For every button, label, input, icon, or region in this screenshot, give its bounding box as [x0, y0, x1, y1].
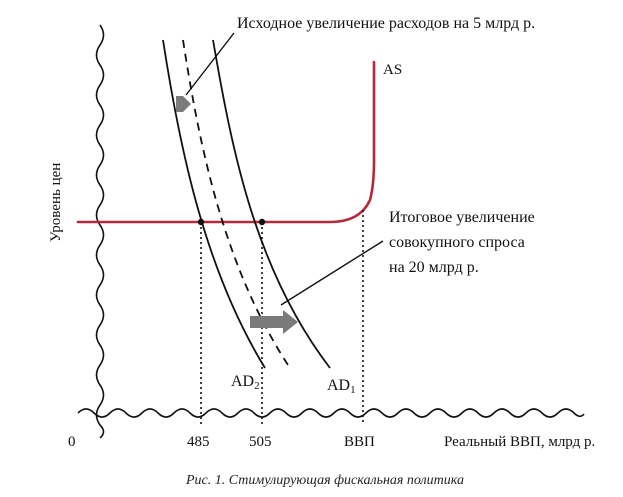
- ad2-label-main: AD: [231, 373, 254, 390]
- leader-initial: [185, 32, 235, 96]
- annotation-total-line2: совокупного спроса: [389, 234, 525, 251]
- total-shift-arrow: [250, 310, 298, 334]
- ad1-curve: [212, 39, 331, 369]
- equilibrium-point-505: [258, 218, 266, 226]
- annotation-total-line3: на 20 млрд р.: [389, 259, 479, 276]
- x-axis: [77, 408, 585, 418]
- annotation-initial: Исходное увеличение расходов на 5 млрд р…: [237, 15, 535, 32]
- equilibrium-point-485: [197, 218, 205, 226]
- tick-505: 505: [249, 434, 272, 450]
- ad2-curve: [162, 39, 266, 369]
- leader-total: [280, 240, 384, 306]
- ad1-label: AD1: [327, 377, 356, 396]
- tick-485: 485: [187, 434, 210, 450]
- y-axis-label: Уровень цен: [48, 163, 64, 242]
- annotation-total-line1: Итоговое увеличение: [389, 209, 535, 226]
- tick-vvp: ВВП: [344, 434, 375, 450]
- ad1-label-main: AD: [327, 377, 350, 394]
- ad-dashed-curve: [182, 39, 291, 369]
- x-axis-label: Реальный ВВП, млрд р.: [444, 434, 595, 450]
- ad2-label-sub: 2: [254, 380, 260, 392]
- ad2-label: AD2: [231, 373, 260, 392]
- as-label: AS: [383, 62, 402, 78]
- ad1-label-sub: 1: [350, 384, 356, 396]
- origin-label: 0: [68, 434, 76, 450]
- as-curve: [76, 60, 376, 224]
- initial-shift-arrow: [176, 96, 191, 112]
- y-axis: [95, 24, 105, 439]
- figure-caption: Рис. 1. Стимулирующая фискальная политик…: [185, 473, 464, 488]
